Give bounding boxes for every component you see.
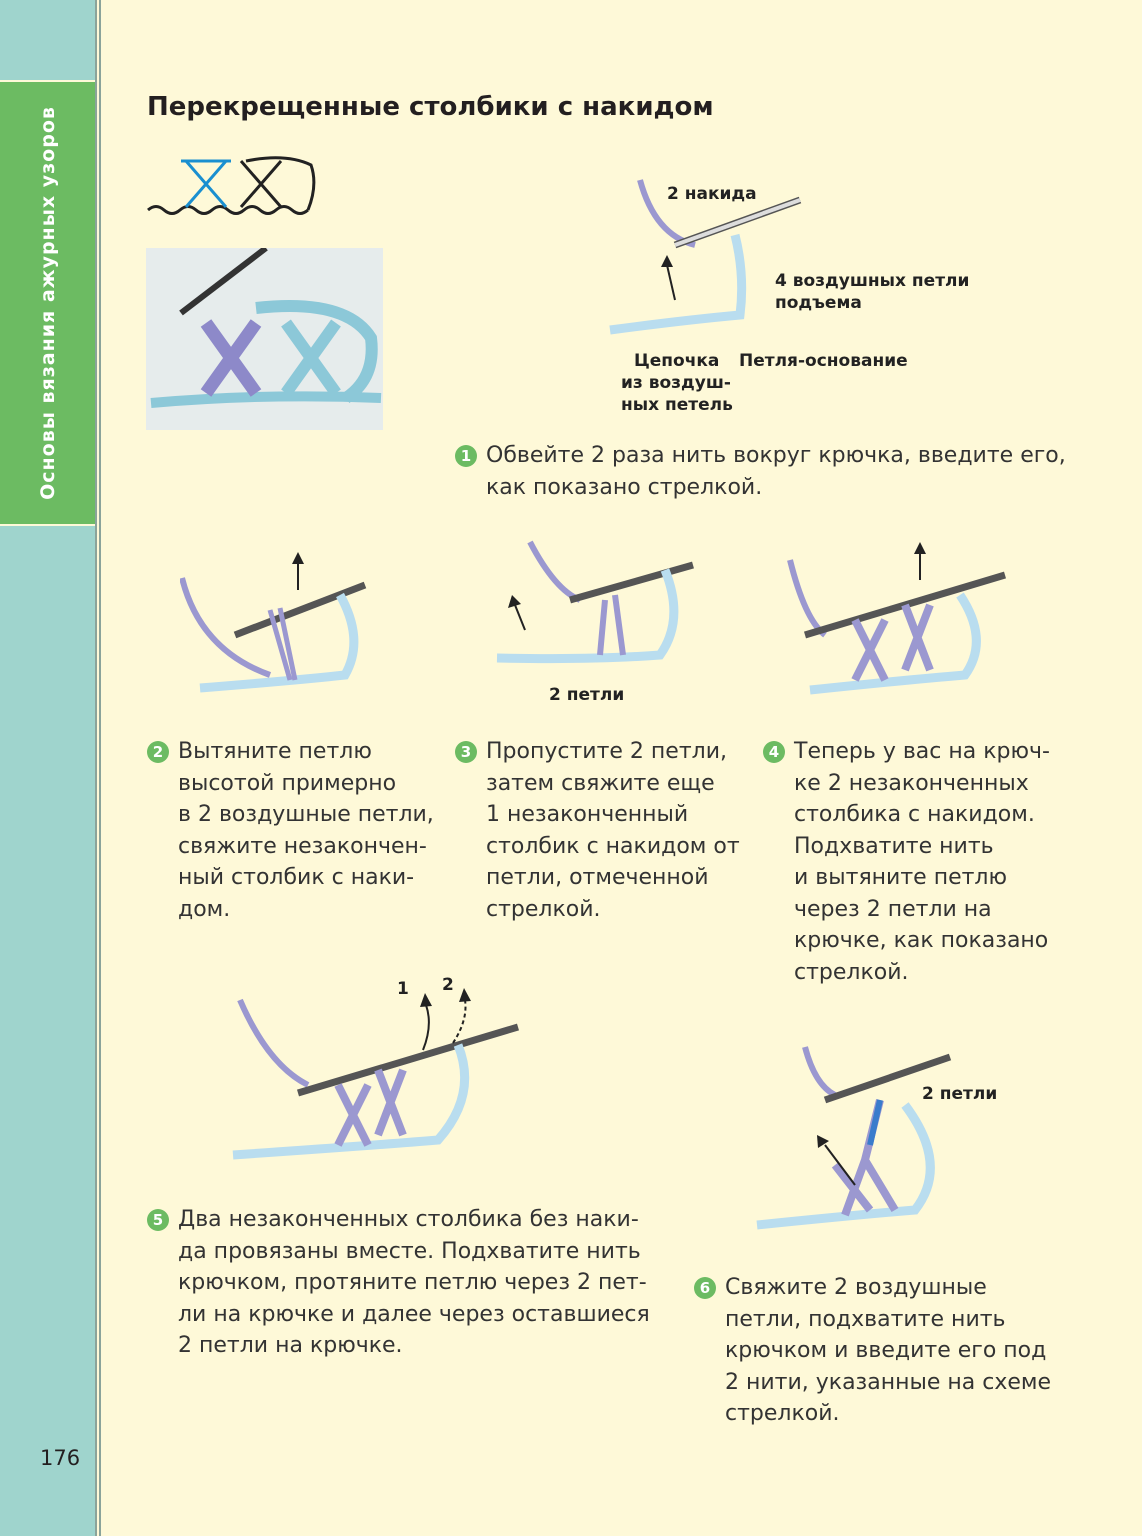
label-two-loops: 2 петли [549, 685, 625, 705]
step-line: крючком, протяните петлю через 2 пет- [178, 1270, 647, 1295]
step-number: 4 [763, 741, 785, 763]
step-line: 2 петли на крючке. [178, 1333, 403, 1358]
step-line: в 2 воздушные петли, [178, 802, 434, 827]
step-line: затем свяжите еще [486, 770, 715, 796]
section-tab: Основы вязания ажурных узоров [0, 80, 95, 526]
step-line: ный столбик с наки- [178, 865, 415, 890]
step-2: 2 Вытяните петлю высотой примерно в 2 возд… [147, 736, 434, 925]
step-3: 3 Пропустите 2 петли, затем свяжите еще 1 … [455, 736, 740, 925]
step-5: 5 Два незаконченных столбика без наки-да… [147, 1204, 650, 1362]
step-number: 1 [455, 445, 477, 467]
sample-photo [146, 245, 383, 430]
step-line: да провязаны вместе. Подхватите нить [178, 1238, 641, 1264]
step-number: 2 [147, 741, 169, 763]
step-line: высотой примерно [178, 770, 397, 796]
arrow-label-2: 2 [442, 975, 454, 995]
step-line: ли на крючке и далее через оставшиеся [178, 1301, 650, 1327]
step-4: 4 Теперь у вас на крюч-ке 2 незаконченны… [763, 736, 1050, 988]
label-chain-2: из воздуш- [621, 373, 731, 393]
page-title: Перекрещенные столбики с накидом [147, 92, 714, 122]
step-line: Пропустите 2 петли, [486, 739, 728, 764]
stitch-symbol-diagram [147, 156, 316, 215]
step-line: через 2 петли на [794, 896, 992, 922]
illustration-step-3 [496, 540, 694, 664]
step-line: Теперь у вас на крюч- [794, 739, 1050, 764]
step-line: крючке, как показано [794, 928, 1049, 953]
step-line: Обвейте 2 раза нить вокруг крючка, введи… [486, 443, 1066, 468]
step-line: столбик с накидом от [486, 833, 740, 859]
illustration-step-1 [609, 179, 802, 335]
step-line: свяжите незакончен- [178, 833, 427, 859]
step-line: дом. [178, 896, 231, 922]
illustration-step-6 [756, 1046, 952, 1230]
step-line: стрелкой. [725, 1401, 840, 1426]
arrow-label-1: 1 [397, 979, 409, 999]
step-1: 1 Обвейте 2 раза нить вокруг крючка, введ… [455, 440, 1066, 503]
label-turning-chain-2: подъема [775, 293, 862, 313]
step-line: стрелкой. [794, 959, 909, 985]
section-label: Основы вязания ажурных узоров [36, 106, 59, 500]
label-turning-chain: 4 воздушных петли [775, 271, 970, 291]
label-two-loops-6: 2 петли [922, 1084, 998, 1104]
step-line: и вытяните петлю [794, 865, 1008, 890]
step-line: ке 2 незаконченных [794, 770, 1029, 796]
step-line: петли, отмеченной [486, 865, 709, 890]
step-line: Свяжите 2 воздушные [725, 1275, 987, 1300]
illustration-step-4 [787, 542, 1007, 695]
step-6: 6 Свяжите 2 воздушные петли, подхватите н… [694, 1272, 1052, 1430]
illustration-step-2 [180, 552, 367, 693]
label-chain: Цепочка [634, 351, 720, 371]
page-number: 176 [40, 1446, 81, 1470]
step-line: 2 нити, указанные на схеме [725, 1369, 1052, 1395]
illustration-step-5 [232, 988, 520, 1160]
step-line: как показано стрелкой. [486, 474, 763, 500]
step-line: Подхватите нить [794, 833, 994, 859]
label-chain-3: ных петель [621, 395, 733, 415]
step-line: 1 незаконченный [486, 802, 689, 827]
step-line: стрелкой. [486, 896, 601, 922]
step-number: 5 [147, 1209, 169, 1231]
step-line: петли, подхватите нить [725, 1306, 1006, 1332]
label-base-loop: Петля-основание [739, 351, 908, 371]
step-number: 3 [455, 741, 477, 763]
step-line: столбика с накидом. [794, 802, 1035, 827]
step-line: крючком и введите его под [725, 1338, 1047, 1363]
step-line: Вытяните петлю [178, 739, 372, 764]
step-line: Два незаконченных столбика без наки- [178, 1207, 639, 1232]
label-wraps: 2 накида [667, 184, 757, 204]
step-number: 6 [694, 1277, 716, 1299]
